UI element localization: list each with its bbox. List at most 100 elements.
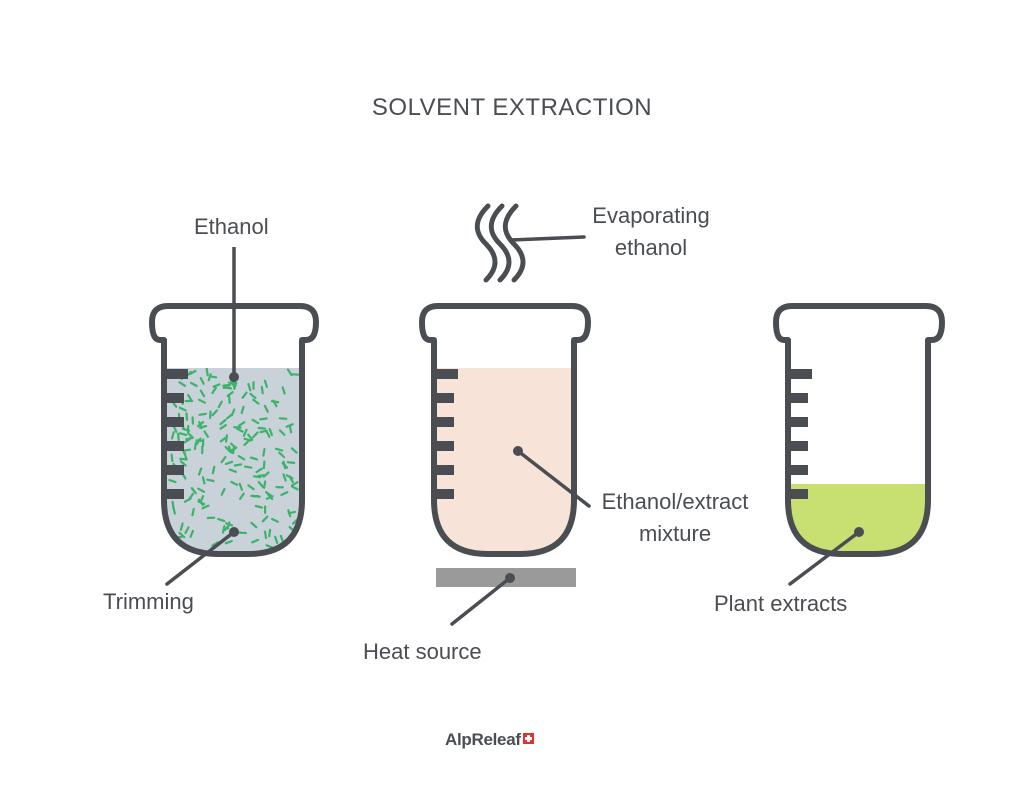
trimming-particle bbox=[222, 383, 231, 387]
trimming-particle bbox=[285, 474, 294, 480]
trimming-particle bbox=[278, 417, 288, 420]
trimming-particle bbox=[220, 487, 226, 496]
trimming-particle bbox=[250, 521, 258, 529]
trimming-particle bbox=[189, 529, 194, 539]
trimming-particle bbox=[172, 506, 176, 515]
trimming-particle bbox=[247, 433, 254, 441]
beaker-outline bbox=[419, 303, 591, 557]
measurement-marks bbox=[164, 369, 188, 499]
trimming-particle bbox=[251, 538, 260, 544]
trimming-particle bbox=[286, 461, 296, 464]
brand-logo: AlpReleaf bbox=[445, 730, 534, 750]
trimming-particle bbox=[224, 460, 234, 466]
label-ethanol-extract-mixture: Ethanol/extract mixture bbox=[590, 486, 760, 550]
trimming-particle bbox=[240, 405, 245, 415]
trimming-particle bbox=[249, 392, 257, 400]
trimming-particle bbox=[272, 399, 278, 408]
trimming-particle bbox=[265, 491, 273, 497]
label-heat-source: Heat source bbox=[363, 639, 482, 664]
trimming-particle bbox=[252, 475, 262, 479]
label-evaporating-ethanol: Evaporating ethanol bbox=[584, 200, 718, 264]
trimming-particle bbox=[259, 429, 268, 434]
trimming-particle bbox=[184, 526, 190, 535]
trimming-particle bbox=[219, 418, 227, 426]
trimming-particle bbox=[265, 429, 271, 438]
trimming-particle bbox=[281, 462, 289, 469]
swiss-cross-icon bbox=[522, 733, 534, 744]
trimming-particle bbox=[187, 432, 194, 439]
trimming-particle bbox=[219, 424, 227, 430]
trimming-particle bbox=[199, 377, 205, 385]
extract-pointer-dot bbox=[854, 527, 864, 537]
trimming-particle bbox=[288, 424, 293, 434]
label-evaporating-line1: Evaporating bbox=[592, 203, 710, 228]
trimming-particle bbox=[265, 495, 274, 500]
trimming-particle bbox=[290, 447, 298, 454]
trimming-particle bbox=[223, 523, 231, 531]
trimming-particle bbox=[238, 482, 243, 491]
trimming-particle bbox=[226, 413, 234, 420]
trimming-particle bbox=[233, 463, 243, 467]
trimming-particle bbox=[262, 448, 266, 457]
trimming-particle bbox=[249, 456, 259, 461]
trimming-particle bbox=[224, 539, 233, 545]
trimming-particle bbox=[243, 465, 253, 469]
trimming-particle bbox=[178, 381, 186, 387]
trimming-particle bbox=[208, 375, 218, 379]
trimming-particle bbox=[205, 368, 209, 377]
trimming-particle bbox=[185, 412, 189, 421]
trimming-particle bbox=[221, 525, 226, 534]
beaker-plant-extracts bbox=[773, 303, 945, 586]
trimming-particle bbox=[195, 439, 204, 443]
trimming-particle bbox=[217, 400, 223, 409]
trimming-particle bbox=[252, 398, 260, 405]
trimming-particle bbox=[187, 394, 193, 402]
trimming-particle bbox=[285, 423, 294, 428]
trimming-particle bbox=[198, 412, 207, 416]
trimming-particle bbox=[263, 530, 268, 540]
label-plant-extracts: Plant extracts bbox=[714, 591, 848, 616]
trimming-particle bbox=[168, 479, 177, 484]
trimming-particle bbox=[261, 515, 269, 523]
trimming-particle bbox=[247, 484, 255, 491]
trimming-pointer-dot bbox=[229, 527, 239, 537]
trimming-particle bbox=[183, 497, 192, 503]
trimming-particle bbox=[287, 510, 296, 515]
beaker-mixture bbox=[419, 203, 591, 626]
label-trimming: Trimming bbox=[103, 589, 194, 614]
trimming-particle bbox=[260, 385, 264, 395]
trimming-particle bbox=[268, 427, 273, 437]
trimming-particle bbox=[170, 431, 175, 440]
trimming-particle bbox=[282, 473, 287, 482]
trimming-particle bbox=[228, 468, 237, 473]
trimming-particle bbox=[263, 404, 269, 413]
trimming-particle bbox=[257, 426, 267, 430]
ethanol-pointer-dot bbox=[229, 372, 239, 382]
mixture-pointer-line bbox=[516, 449, 591, 508]
trimming-particle bbox=[225, 522, 234, 527]
measurement-marks bbox=[788, 369, 812, 499]
trimming-particle bbox=[224, 445, 232, 453]
vapor-wave-icon bbox=[474, 203, 526, 283]
trimming-particle bbox=[279, 534, 285, 543]
trimming-particle bbox=[268, 528, 272, 538]
label-mixture-line2: mixture bbox=[638, 521, 712, 546]
trimming-particle bbox=[247, 383, 252, 392]
trimming-particle bbox=[197, 467, 203, 476]
trimming-particle bbox=[280, 491, 289, 496]
trimming-particle bbox=[217, 517, 226, 523]
trimming-particle bbox=[263, 379, 268, 388]
trimming-particle bbox=[252, 431, 259, 439]
trimming-particle bbox=[212, 383, 221, 388]
trimming-particle bbox=[257, 481, 265, 488]
trimming-particle bbox=[227, 381, 236, 386]
trimming-particle bbox=[188, 369, 197, 376]
trimming-particle bbox=[274, 447, 284, 452]
vapor-pointer-line bbox=[509, 235, 586, 242]
label-mixture-line1: Ethanol/extract bbox=[601, 489, 749, 514]
trimming-particle bbox=[227, 445, 233, 454]
trimming-particle bbox=[271, 517, 279, 523]
trimming-particle bbox=[274, 535, 279, 545]
measurement-marks bbox=[434, 369, 458, 499]
trimming-particle bbox=[198, 398, 206, 404]
